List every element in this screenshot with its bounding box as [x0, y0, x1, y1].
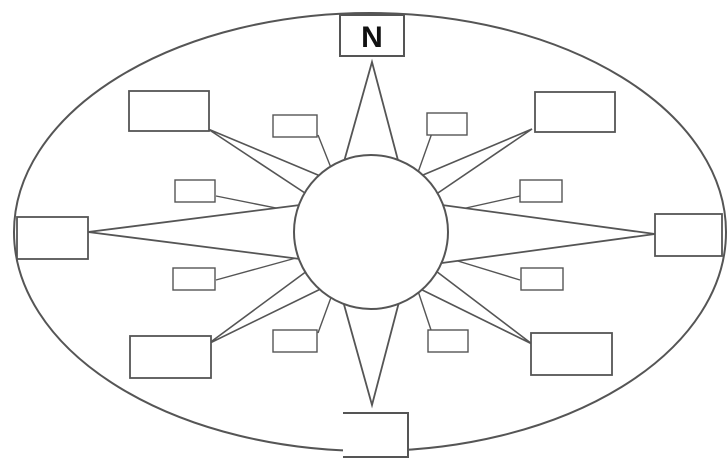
label-box-west — [17, 217, 88, 259]
small-box-sse — [428, 330, 468, 352]
point-west — [88, 205, 300, 259]
small-box-ssw — [273, 330, 317, 352]
south-label-box — [343, 413, 408, 457]
label-box-northeast — [535, 92, 615, 132]
label-box-southwest — [130, 336, 211, 378]
small-box-nne — [427, 113, 467, 135]
small-box-ene — [520, 180, 562, 202]
ray-wsw — [216, 258, 296, 280]
label-box-southeast — [531, 333, 612, 375]
small-box-ese — [521, 268, 563, 290]
small-box-wnw — [175, 180, 215, 202]
label-box-east — [655, 214, 722, 256]
north-label: N — [361, 21, 383, 54]
small-box-nnw — [273, 115, 317, 137]
label-box-northwest — [129, 91, 209, 131]
center-circle — [294, 155, 448, 309]
point-east — [442, 205, 655, 263]
small-box-wsw — [173, 268, 215, 290]
